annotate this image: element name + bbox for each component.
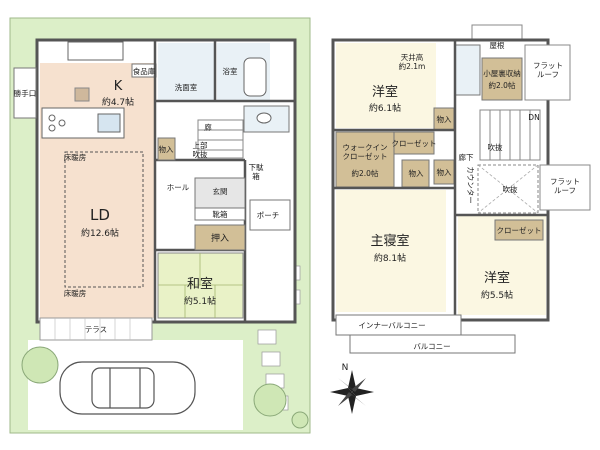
tatami-room	[157, 252, 244, 319]
bathtub	[243, 57, 267, 97]
closet-2f-label: クローゼット	[392, 138, 437, 148]
terrace-label: テラス	[85, 325, 107, 334]
porch-label: ポーチ	[257, 211, 280, 220]
japanese-room-size: 約5.1帖	[184, 295, 216, 307]
floor-heating-top: 床暖房	[64, 152, 87, 162]
walk-in-size: 約2.0帖	[352, 168, 379, 178]
attic-storage-label: 小屋裏収納	[483, 68, 521, 78]
stove-icon	[48, 124, 56, 132]
storage-1f	[157, 137, 176, 161]
storage-2f-b-label: 物入	[437, 114, 452, 124]
flat-roof-mid-label: フラットルーフ	[550, 177, 580, 195]
washroom-label: 洗面室	[175, 82, 198, 92]
storage-2f-c-label: 物入	[437, 167, 452, 177]
attic-storage-size: 約2.0帖	[489, 80, 516, 90]
balcony	[349, 334, 516, 354]
storage-1f-label: 物入	[159, 144, 174, 154]
entrance-label: 玄関	[213, 186, 228, 196]
void-a-label: 吹抜	[488, 142, 503, 152]
oshiire-label: 押入	[211, 232, 229, 244]
stairs-2f	[479, 109, 541, 161]
east-closet-label: クローゼット	[497, 225, 542, 235]
compass-label: N	[342, 363, 349, 373]
shoe-storage	[194, 207, 246, 221]
kitchen-label: K	[114, 79, 123, 94]
west-room-label: 洋室	[372, 84, 398, 100]
oshiire-closet	[194, 224, 246, 251]
counter-label: カウンター	[466, 166, 475, 204]
stove-icon	[48, 114, 56, 122]
porch	[249, 199, 291, 231]
east-closet	[494, 219, 544, 241]
corridor-label: 廊下	[459, 152, 474, 162]
closet-2f	[393, 131, 435, 155]
back-door-area	[13, 67, 37, 119]
shoe-cabinet-label: 下駄箱	[249, 162, 264, 181]
stove-icon	[58, 119, 66, 127]
inner-balcony-label: インナーバルコニー	[358, 321, 425, 330]
west-room-floor	[336, 43, 436, 128]
toilet-2f	[454, 44, 481, 96]
tree	[291, 411, 309, 429]
west-room-size: 約6.1帖	[369, 102, 401, 114]
hall-lower-label: 廊	[204, 122, 212, 132]
compass-icon	[330, 370, 374, 414]
kitchen-cupboard	[67, 41, 124, 61]
ld-size: 約12.6帖	[81, 227, 119, 239]
ld-label: LD	[90, 206, 110, 224]
flat-roof-top-label: フラットルーフ	[533, 61, 563, 79]
bathroom-label: 浴室	[223, 66, 238, 76]
tatami-lines	[158, 253, 243, 318]
terrace-tiles	[54, 318, 131, 340]
balcony-label: バルコニー	[413, 342, 450, 351]
sink-icon	[97, 113, 121, 133]
interior-walls-2f	[333, 40, 548, 320]
void-b-label: 吹抜	[503, 184, 518, 194]
back-door-label: 勝手口	[14, 88, 37, 98]
master-bedroom-floor	[336, 190, 446, 312]
storage-2f-a	[401, 159, 430, 188]
tree	[253, 383, 287, 417]
down-label: DN	[528, 113, 539, 122]
attic-storage	[481, 57, 523, 101]
stairs-1f	[197, 119, 244, 159]
stair-note: 上部吹抜	[193, 140, 208, 159]
entrance-floor	[194, 177, 246, 209]
roof-label: 屋根	[490, 40, 505, 50]
east-room-size: 約5.5帖	[481, 289, 513, 301]
pantry-label: 食品庫	[133, 66, 156, 76]
walk-in-closet	[335, 131, 395, 188]
flat-roof-mid	[539, 164, 591, 211]
floor-1	[9, 17, 311, 434]
floor-2	[331, 24, 591, 354]
floor-heating-area	[64, 151, 144, 288]
east-room-label: 洋室	[484, 270, 510, 286]
kitchen-size: 約4.7帖	[102, 96, 134, 108]
terrace	[39, 317, 153, 341]
hall-label: ホール	[167, 183, 190, 192]
japanese-room-label: 和室	[187, 276, 213, 292]
storage-2f-a-label: 物入	[409, 168, 424, 178]
attic-note: 天井高約2.1m	[399, 52, 426, 71]
master-bedroom-size: 約8.1帖	[374, 252, 406, 264]
table-marker	[74, 87, 90, 102]
walk-in-label: ウォークインクローゼット	[343, 143, 388, 161]
floor-heating-bottom: 床暖房	[64, 288, 87, 298]
shoe-storage-label: 靴箱	[213, 209, 228, 219]
flat-roof-top	[524, 44, 571, 101]
toilet-icon	[256, 112, 272, 124]
car-icon	[59, 361, 196, 415]
ld-floor	[40, 63, 155, 318]
master-bedroom-label: 主寝室	[370, 233, 409, 249]
tree	[21, 346, 59, 384]
washroom-floor	[158, 43, 215, 101]
